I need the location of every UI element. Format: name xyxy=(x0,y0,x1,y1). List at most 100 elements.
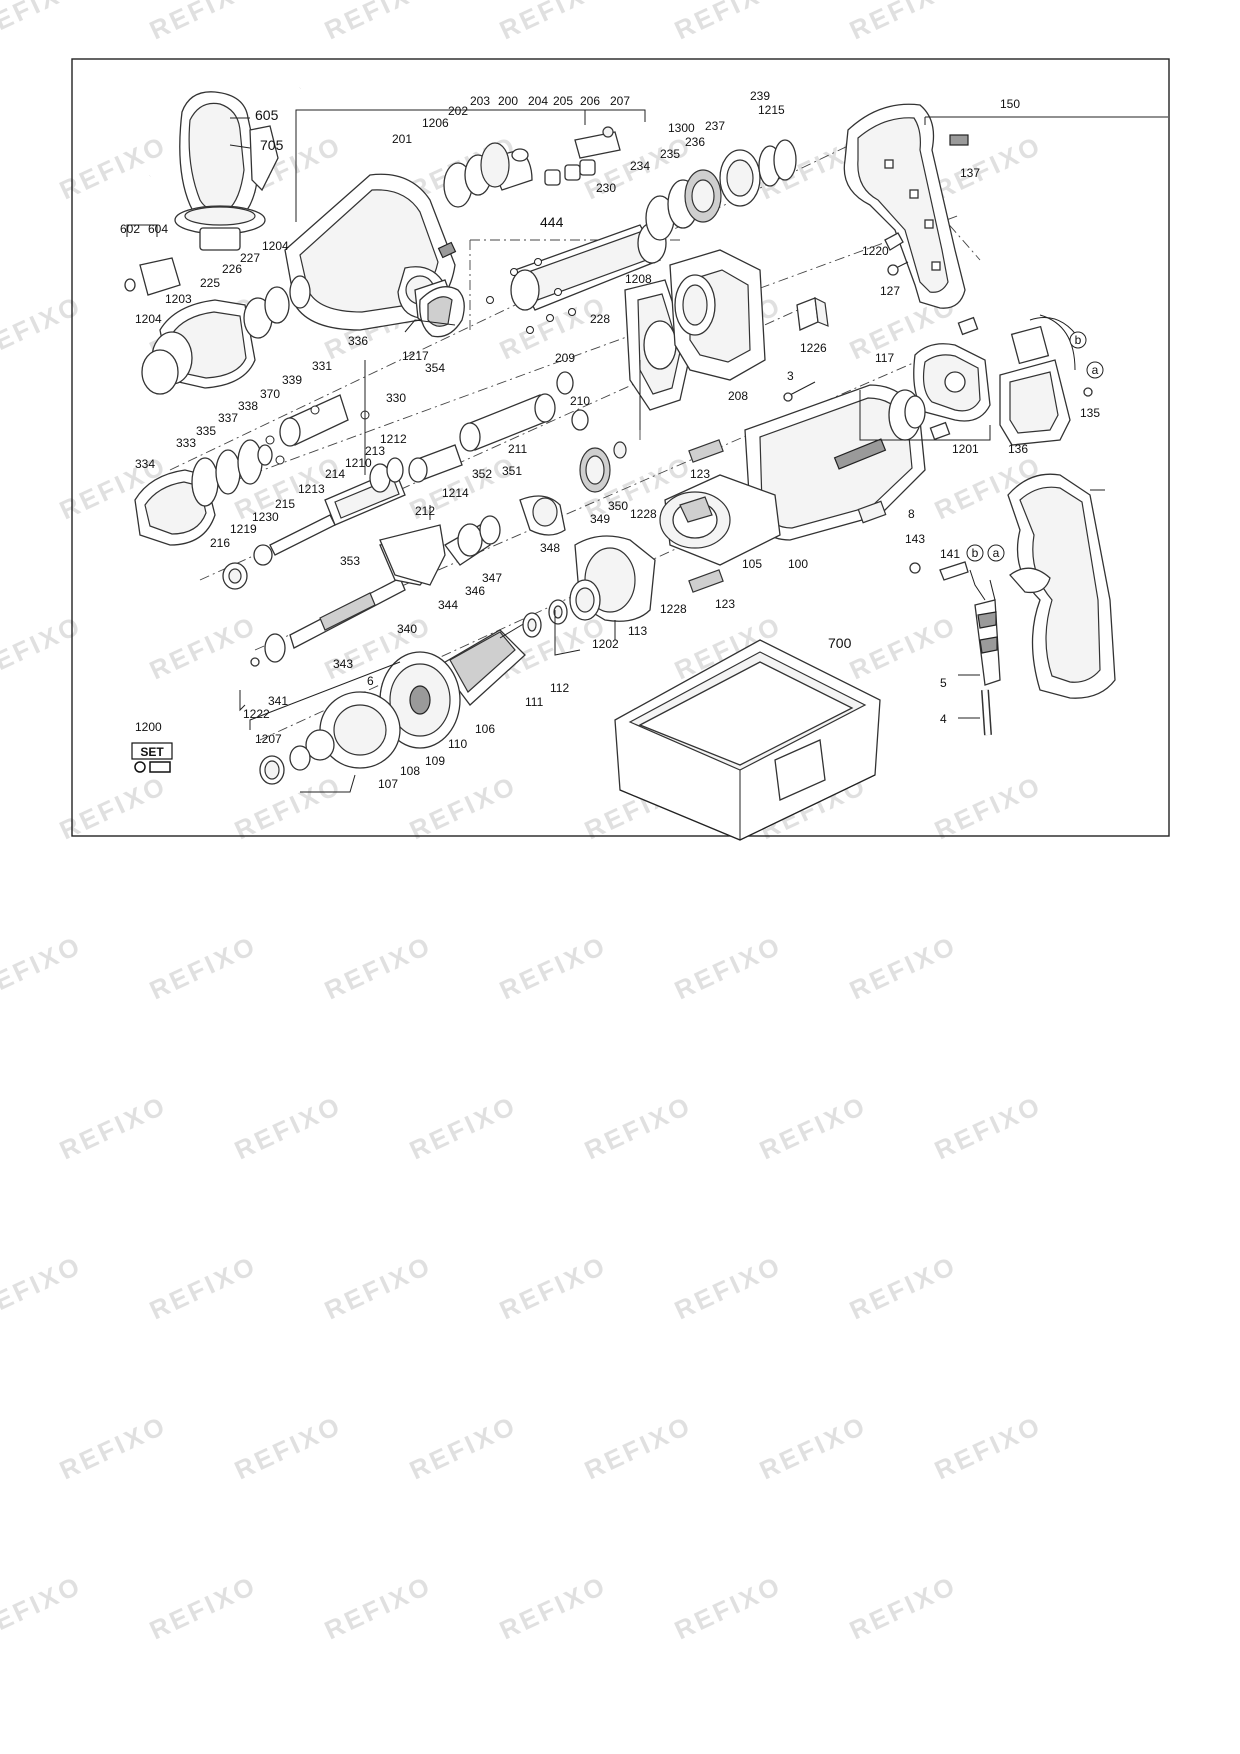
armature xyxy=(377,619,531,749)
part-label: 1217 xyxy=(402,349,429,363)
power-cord xyxy=(939,561,1001,736)
part-label: 100 xyxy=(788,557,808,571)
watermark-text: REFIXO xyxy=(230,1410,347,1486)
part-label: 106 xyxy=(475,722,495,736)
side-handle-assembly xyxy=(148,86,302,251)
watermark-text: REFIXO xyxy=(320,1250,437,1326)
part-label: b xyxy=(1075,333,1082,347)
watermark-text: REFIXO xyxy=(930,1410,1047,1486)
part-label: 1219 xyxy=(230,522,257,536)
part-label: 337 xyxy=(218,411,238,425)
watermark-text: REFIXO xyxy=(495,1250,612,1326)
watermark-text: REFIXO xyxy=(320,1570,437,1646)
watermark-text: REFIXO xyxy=(0,1570,87,1646)
part-label: 1228 xyxy=(630,507,657,521)
part-label: 110 xyxy=(448,737,467,751)
part-label: a xyxy=(1092,363,1099,377)
part-label: 1201 xyxy=(952,442,979,456)
part-label: 105 xyxy=(742,557,762,571)
part-label: 228 xyxy=(590,312,610,326)
part-label: 227 xyxy=(240,251,260,265)
watermark-text: REFIXO xyxy=(670,0,787,45)
part-label: 200 xyxy=(498,94,518,108)
part-label: 111 xyxy=(525,695,544,709)
watermark-text: REFIXO xyxy=(580,1090,697,1166)
part-label: 331 xyxy=(312,359,332,373)
part-label: 117 xyxy=(875,351,894,365)
part-label: 602 xyxy=(120,222,140,236)
part-label: 5 xyxy=(940,676,947,690)
watermark-text: REFIXO xyxy=(0,0,87,45)
watermark-text: REFIXO xyxy=(405,1410,522,1486)
part-label: 209 xyxy=(555,351,575,365)
part-label: 150 xyxy=(1000,97,1020,111)
watermark-text: REFIXO xyxy=(495,1570,612,1646)
part-label: 335 xyxy=(196,424,216,438)
watermark-text: REFIXO xyxy=(55,1410,172,1486)
part-label: 1214 xyxy=(442,486,469,500)
part-label: 127 xyxy=(880,284,900,298)
part-label: 112 xyxy=(550,681,569,695)
watermark-text: REFIXO xyxy=(670,1570,787,1646)
part-label: 234 xyxy=(630,159,650,173)
part-label: 202 xyxy=(448,104,468,118)
watermark-text: REFIXO xyxy=(230,770,347,846)
watermark-text: REFIXO xyxy=(930,770,1047,846)
part-label: 107 xyxy=(378,777,398,791)
part-label: 1228 xyxy=(660,602,687,616)
part-label: 1212 xyxy=(380,432,407,446)
gear-housing xyxy=(669,249,766,381)
part-label: 236 xyxy=(685,135,705,149)
watermark-text: REFIXO xyxy=(845,1570,962,1646)
motor-stator xyxy=(659,474,781,566)
striker-piston xyxy=(408,371,627,483)
carbon-brushes xyxy=(688,439,887,593)
part-label: 215 xyxy=(275,497,295,511)
part-label: 353 xyxy=(340,554,360,568)
watermark-text: REFIXO xyxy=(0,290,87,366)
part-label: 210 xyxy=(570,394,590,408)
part-label: 4 xyxy=(940,712,947,726)
chuck-assembly xyxy=(124,257,311,395)
watermark-text: REFIXO xyxy=(405,1090,522,1166)
part-label: 212 xyxy=(415,504,435,518)
part-label: 339 xyxy=(282,373,302,387)
set-icon: SET xyxy=(131,742,173,773)
fan-baffle xyxy=(569,535,656,622)
part-label: 1204 xyxy=(262,239,289,253)
part-label: 1220 xyxy=(862,244,889,258)
rear-flange-set xyxy=(259,691,401,785)
part-label: 1226 xyxy=(800,341,827,355)
part-label: 123 xyxy=(690,467,710,481)
watermark-text: REFIXO xyxy=(320,0,437,45)
part-label: 141 xyxy=(940,547,960,561)
quick-change-chuck xyxy=(134,394,370,546)
part-label: 333 xyxy=(176,436,196,450)
part-label: 205 xyxy=(553,94,573,108)
part-label: 3 xyxy=(787,369,794,383)
part-label: 1206 xyxy=(422,116,449,130)
part-label: 143 xyxy=(905,532,925,546)
diagram-frame xyxy=(71,58,1170,837)
gearbox-housing xyxy=(284,173,457,331)
bracket-leaders xyxy=(126,109,1168,793)
part-label: 344 xyxy=(438,598,458,612)
watermark-text: REFIXO xyxy=(845,1250,962,1326)
part-label: 1202 xyxy=(592,637,619,651)
part-label: 700 xyxy=(828,635,852,651)
trigger-switch xyxy=(999,314,1081,446)
part-label: 354 xyxy=(425,361,445,375)
part-label: 206 xyxy=(580,94,600,108)
part-label: 225 xyxy=(200,276,220,290)
part-label: 203 xyxy=(470,94,490,108)
armature-bearings xyxy=(522,599,568,638)
part-label: 349 xyxy=(590,512,610,526)
part-label: 340 xyxy=(397,622,417,636)
spindle-parts xyxy=(222,457,406,590)
watermark-text: REFIXO xyxy=(670,930,787,1006)
part-label: 1208 xyxy=(625,272,652,286)
part-label: 338 xyxy=(238,399,258,413)
intermediate-shaft xyxy=(250,577,406,667)
part-label: 211 xyxy=(508,442,527,456)
